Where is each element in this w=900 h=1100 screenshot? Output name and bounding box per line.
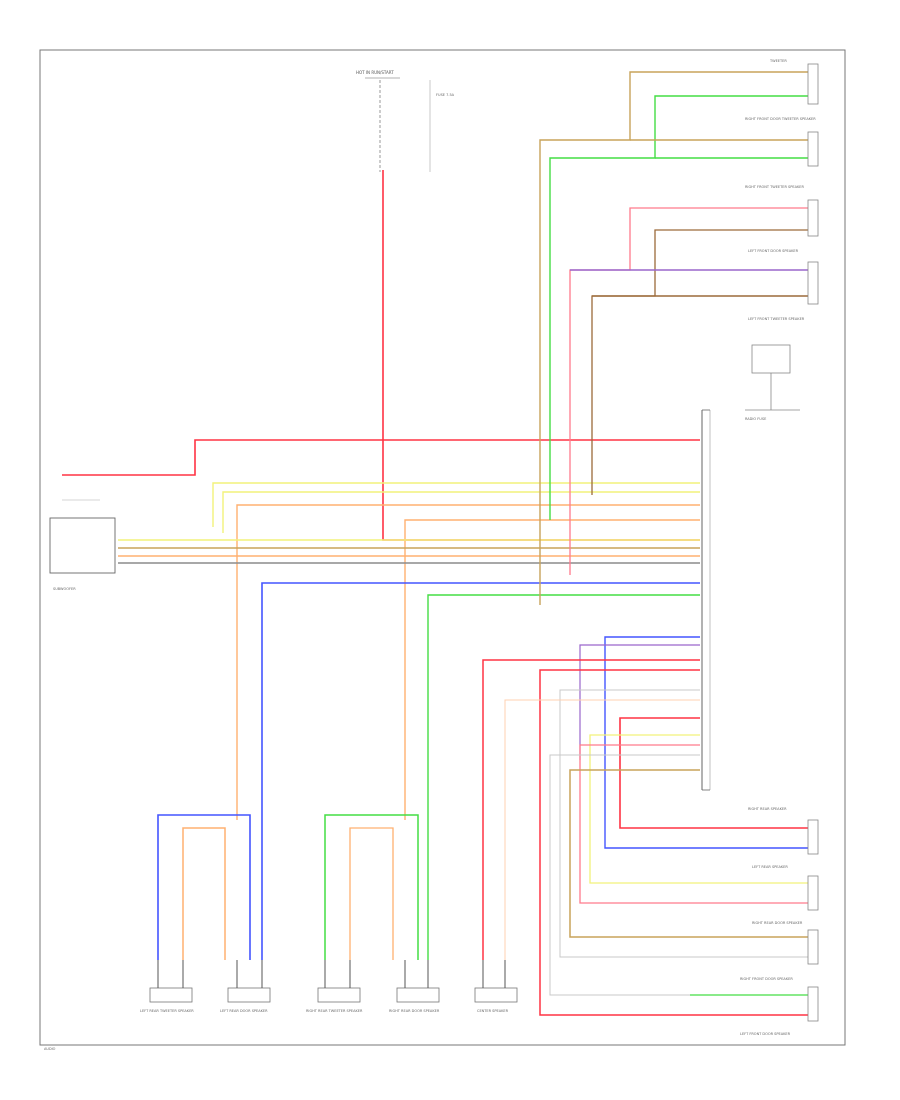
speaker-stubs xyxy=(157,960,506,988)
wire-orange-center xyxy=(504,699,700,960)
wire-red-top xyxy=(62,439,700,476)
speaker-right-rear-door xyxy=(396,987,440,1003)
label-right-1: RIGHT FRONT DOOR TWEETER SPEAKER xyxy=(745,117,816,121)
wire-red-lr xyxy=(482,659,700,960)
wire-lgray-lr xyxy=(549,754,808,996)
wire-blue-lr xyxy=(604,636,808,849)
label-right-rear-tweeter: RIGHT REAR TWEETER SPEAKER xyxy=(306,1009,363,1013)
wire-green-rrt xyxy=(324,814,419,960)
wire-orange-rear xyxy=(236,504,700,820)
wire-orange-lrt xyxy=(182,827,226,960)
speaker-left-rear-door xyxy=(227,987,271,1003)
wire-blue-lrt xyxy=(157,814,251,960)
subwoofer: SUBWOOFER xyxy=(49,499,116,591)
wire-green-top xyxy=(549,95,808,520)
wire-red-front xyxy=(619,717,808,829)
wire-green-rear xyxy=(427,594,700,960)
wire-tan-lr xyxy=(569,769,808,938)
speaker-bodies xyxy=(149,987,518,1003)
label-left-rear-tweeter: LEFT REAR TWEETER SPEAKER xyxy=(140,1009,194,1013)
wire-red-fuse xyxy=(382,170,700,541)
diagram-frame xyxy=(39,49,846,1046)
right-speaker-connectors-top xyxy=(807,63,819,305)
label-right-6: LEFT REAR SPEAKER xyxy=(752,865,788,869)
wire-purple-lr xyxy=(579,644,700,760)
wire-gray-lr xyxy=(559,689,808,958)
radio-fuse: RADIO FUSE xyxy=(745,344,800,421)
wire-pink-rrt xyxy=(349,827,394,960)
speaker-center xyxy=(474,987,518,1003)
fuse-block-label: HOT IN RUN/START xyxy=(356,70,394,75)
wire-red-lr2 xyxy=(539,669,808,1016)
label-right-4: LEFT FRONT TWEETER SPEAKER xyxy=(748,317,805,321)
radio-connector xyxy=(701,409,711,791)
wire-tan-top xyxy=(539,71,808,605)
label-center-speaker: CENTER SPEAKER xyxy=(477,1009,509,1013)
label-right-0: TWEETER xyxy=(769,59,787,63)
label-right-3: LEFT FRONT DOOR SPEAKER xyxy=(748,249,799,253)
subwoofer-label: SUBWOOFER xyxy=(53,587,76,591)
label-right-9: LEFT FRONT DOOR SPEAKER xyxy=(740,1032,791,1036)
right-speaker-connectors-bottom xyxy=(807,819,819,1022)
wire-blue-rear xyxy=(261,582,700,960)
wire-yellow-lr xyxy=(589,734,808,884)
wire-orange-2 xyxy=(404,519,700,820)
label-left-rear-door: LEFT REAR DOOR SPEAKER xyxy=(220,1009,268,1013)
page-code: AUDIO xyxy=(44,1047,56,1051)
speaker-left-rear-tweeter xyxy=(149,987,193,1003)
label-right-5: RIGHT REAR SPEAKER xyxy=(748,807,787,811)
label-right-2: RIGHT FRONT TWEETER SPEAKER xyxy=(745,185,804,189)
wire-yellow-1 xyxy=(212,482,700,527)
label-right-7: RIGHT REAR DOOR SPEAKER xyxy=(752,921,803,925)
wire-yellow-2 xyxy=(222,491,700,533)
fuse-block: HOT IN RUN/START FUSE 7.5A xyxy=(356,70,455,172)
speaker-right-rear-tweeter xyxy=(317,987,361,1003)
radio-fuse-label: RADIO FUSE xyxy=(745,417,766,421)
wire-pink-lr xyxy=(579,744,808,904)
label-right-rear-door: RIGHT REAR DOOR SPEAKER xyxy=(389,1009,440,1013)
fuse-note-label: FUSE 7.5A xyxy=(436,93,455,97)
label-right-8: RIGHT FRONT DOOR SPEAKER xyxy=(740,977,793,981)
